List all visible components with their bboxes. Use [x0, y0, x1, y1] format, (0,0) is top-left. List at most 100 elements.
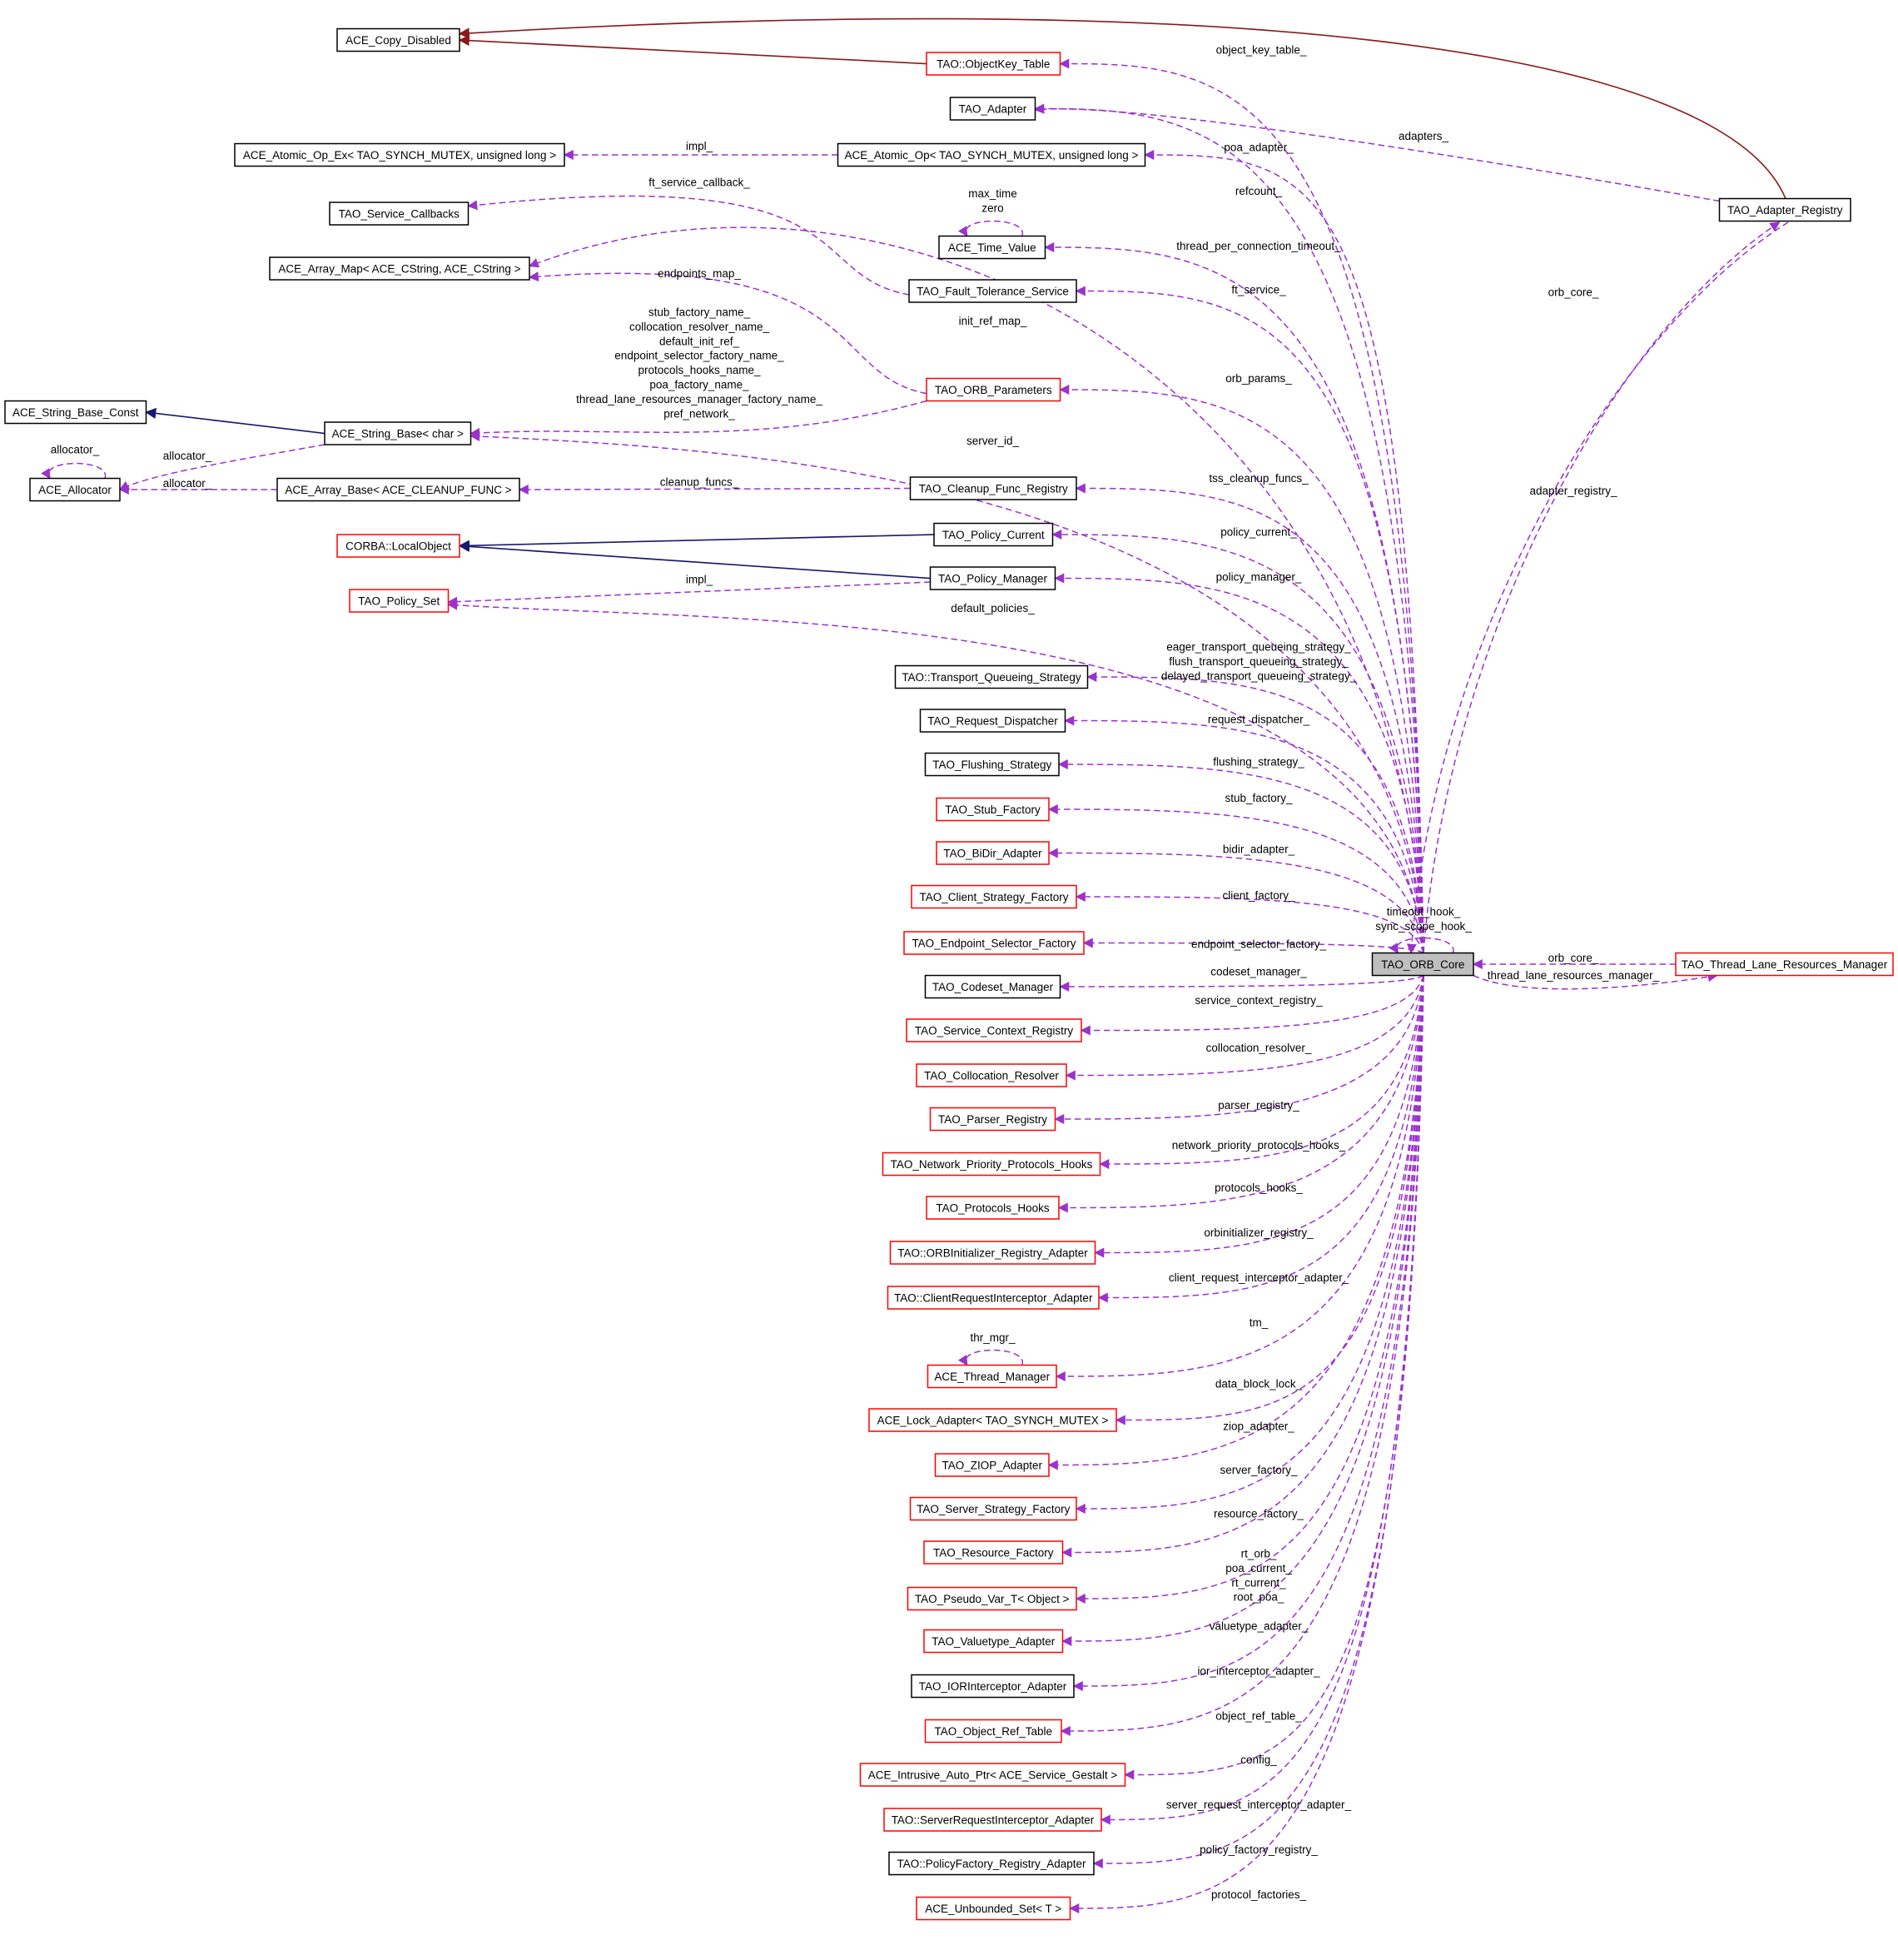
class-box — [934, 1453, 1050, 1477]
edge-label: collocation_resolver_name_ — [629, 321, 770, 333]
class-name: TAO_Fault_Tolerance_Service — [917, 285, 1069, 297]
class-node[interactable]: TAO_ORB_Parameters — [926, 377, 1061, 402]
class-node[interactable]: TAO_BiDir_Adapter — [936, 841, 1050, 865]
class-node[interactable]: TAO_Collocation_Resolver — [916, 1063, 1067, 1087]
class-node[interactable]: ACE_String_Base< char > — [324, 421, 472, 445]
class-node[interactable]: TAO_Object_Ref_Table — [924, 1719, 1062, 1744]
class-node[interactable]: TAO_Server_Strategy_Factory — [909, 1496, 1077, 1521]
class-node[interactable]: TAO_Flushing_Strategy — [924, 752, 1060, 777]
class-node[interactable]: TAO::PolicyFactory_Registry_Adapter — [888, 1851, 1095, 1876]
edge-label: protocols_hooks_ — [1215, 1181, 1303, 1194]
class-node[interactable]: TAO_Thread_Lane_Resources_Manager — [1675, 952, 1894, 977]
class-node[interactable]: TAO_Service_Callbacks — [329, 201, 470, 226]
class-node[interactable]: TAO_Client_Strategy_Factory — [911, 884, 1077, 909]
edge-label: allocator_ — [51, 444, 100, 456]
class-node[interactable]: TAO::ORBInitializer_Registry_Adapter — [889, 1241, 1096, 1265]
class-node[interactable]: TAO_Fault_Tolerance_Service — [908, 279, 1077, 303]
class-node[interactable]: TAO_Valuetype_Adapter — [923, 1629, 1064, 1654]
usage-edge-core-to-amap — [528, 226, 1424, 953]
edge-label: stub_factory_ — [1225, 792, 1293, 804]
class-box — [911, 884, 1077, 909]
class-name: ACE_Unbounded_Set< T > — [925, 1903, 1061, 1915]
class-node[interactable]: TAO_Adapter_Registry — [1718, 197, 1851, 222]
inheritance-edge-pman-to-lobj — [458, 540, 931, 580]
class-node[interactable]: TAO_ZIOP_Adapter — [934, 1453, 1050, 1477]
edge-label: tm_ — [1250, 1316, 1269, 1329]
edge-label: policy_current_ — [1220, 526, 1297, 539]
class-node[interactable]: TAO_IORInterceptor_Adapter — [911, 1674, 1075, 1699]
edge-label: protocol_factories_ — [1211, 1888, 1307, 1901]
edge-label: endpoint_selector_factory_ — [1191, 938, 1327, 951]
class-node[interactable]: TAO_Codeset_Manager — [924, 974, 1061, 999]
class-node[interactable]: TAO_Parser_Registry — [929, 1107, 1056, 1132]
class-box — [1371, 952, 1474, 977]
class-node[interactable]: ACE_Thread_Manager — [927, 1364, 1057, 1389]
class-name: TAO_Service_Context_Registry — [915, 1024, 1074, 1037]
usage-edge-core-to-thrm — [1055, 975, 1424, 1382]
edge-label: request_dispatcher_ — [1208, 714, 1310, 726]
edge-label: protocols_hooks_name_ — [638, 364, 761, 376]
class-box — [887, 1286, 1100, 1310]
class-node[interactable]: ACE_Array_Base< ACE_CLEANUP_FUNC > — [276, 477, 520, 502]
usage-edge-core-to-csm — [1059, 974, 1424, 992]
usage-edge-areg-to-adapter — [1034, 103, 1720, 202]
class-box — [924, 752, 1060, 777]
class-box — [837, 142, 1146, 167]
class-node[interactable]: ACE_Copy_Disabled — [336, 27, 460, 52]
class-node[interactable]: TAO::ClientRequestInterceptor_Adapter — [887, 1286, 1100, 1310]
class-node[interactable]: ACE_Allocator — [29, 477, 121, 502]
class-node[interactable]: ACE_Lock_Adapter< TAO_SYNCH_MUTEX > — [868, 1408, 1117, 1432]
class-name: ACE_Array_Base< ACE_CLEANUP_FUNC > — [285, 484, 511, 496]
inheritance-edge-pcur-to-lobj — [458, 534, 935, 551]
edge-label: init_ref_map_ — [959, 315, 1027, 327]
class-node[interactable]: TAO_Service_Context_Registry — [906, 1018, 1082, 1042]
class-node[interactable]: CORBA::LocalObject — [336, 534, 460, 558]
class-node[interactable]: TAO::ObjectKey_Table — [926, 52, 1061, 76]
class-node[interactable]: TAO::ServerRequestInterceptor_Adapter — [883, 1808, 1102, 1832]
class-node[interactable]: ACE_Unbounded_Set< T > — [916, 1896, 1071, 1921]
class-node[interactable]: TAO_Cleanup_Func_Registry — [909, 476, 1077, 500]
class-node[interactable]: TAO_Adapter — [949, 97, 1036, 121]
usage-edge-core-to-fts — [1075, 286, 1424, 953]
class-node[interactable]: TAO_Endpoint_Selector_Factory — [903, 931, 1085, 955]
class-name: ACE_Time_Value — [948, 241, 1036, 254]
class-node[interactable]: ACE_Array_Map< ACE_CString, ACE_CString … — [269, 256, 530, 281]
edge-label: ft_service_ — [1231, 284, 1286, 296]
usage-edge-core-to-timev — [1044, 242, 1424, 953]
class-box — [909, 1496, 1077, 1521]
class-node[interactable]: TAO_Request_Dispatcher — [919, 709, 1066, 733]
edge-label: sync_scope_hook_ — [1375, 920, 1472, 933]
class-node[interactable]: ACE_Time_Value — [938, 235, 1046, 260]
class-box — [927, 1364, 1057, 1389]
class-node[interactable]: TAO_Stub_Factory — [936, 797, 1050, 822]
class-node[interactable]: TAO_Policy_Manager — [929, 566, 1056, 590]
class-name: TAO_Pseudo_Var_T< Object > — [915, 1593, 1070, 1605]
class-node[interactable]: ACE_Atomic_Op< TAO_SYNCH_MUTEX, unsigned… — [837, 142, 1146, 167]
class-node[interactable]: TAO_Network_Priority_Protocols_Hooks — [882, 1152, 1101, 1176]
class-name: TAO_BiDir_Adapter — [943, 847, 1042, 859]
class-node[interactable]: ACE_Atomic_Op_Ex< TAO_SYNCH_MUTEX, unsig… — [234, 142, 565, 167]
class-box — [336, 534, 460, 558]
usage-edge-pman-to-pset — [447, 581, 931, 607]
edge-label: codeset_manager_ — [1210, 966, 1307, 978]
class-node[interactable]: TAO_Resource_Factory — [923, 1540, 1064, 1565]
class-node[interactable]: TAO_Policy_Set — [349, 589, 450, 613]
usage-edge-alloc-to-alloc — [41, 462, 107, 480]
class-node[interactable]: TAO::Transport_Queueing_Strategy — [894, 664, 1089, 689]
focus-class-node[interactable]: TAO_ORB_Core — [1371, 952, 1474, 977]
edge-label: root_poa_ — [1234, 1591, 1284, 1604]
class-node[interactable]: TAO_Pseudo_Var_T< Object > — [907, 1586, 1077, 1611]
class-name: TAO::Transport_Queueing_Strategy — [902, 671, 1081, 684]
class-node[interactable]: ACE_String_Base_Const — [4, 400, 147, 425]
class-node[interactable]: TAO_Protocols_Hooks — [926, 1196, 1060, 1220]
class-name: TAO_Network_Priority_Protocols_Hooks — [891, 1158, 1093, 1171]
class-node[interactable]: TAO_Policy_Current — [933, 522, 1054, 547]
edge-label: max_time — [968, 187, 1017, 200]
class-name: CORBA::LocalObject — [345, 540, 451, 552]
class-name: ACE_String_Base_Const — [12, 406, 139, 419]
usage-edge-core-to-esf — [1082, 938, 1424, 954]
class-box — [4, 400, 147, 425]
class-node[interactable]: ACE_Intrusive_Auto_Ptr< ACE_Service_Gest… — [859, 1763, 1126, 1787]
edge-label: ior_interceptor_adapter_ — [1197, 1665, 1320, 1678]
